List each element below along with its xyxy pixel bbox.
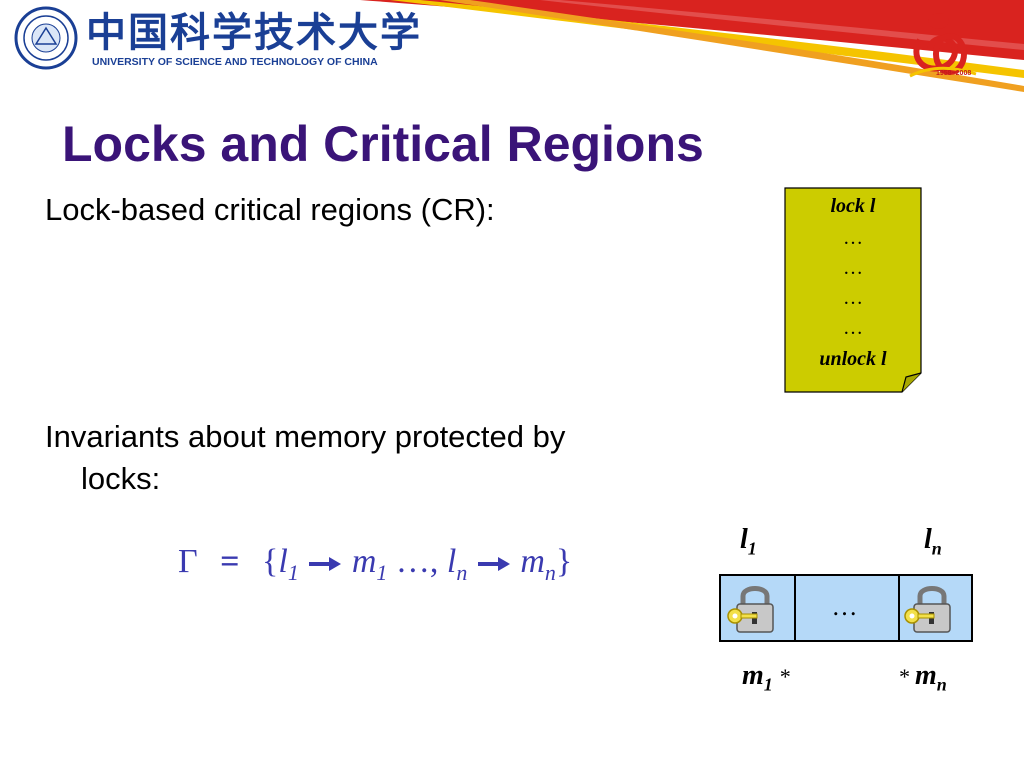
bullet-invariants: Invariants about memory protected by loc… (45, 416, 705, 500)
gamma-symbol: Γ (178, 543, 198, 580)
subscript: 1 (287, 559, 299, 585)
note-line-ellipsis: … (843, 227, 863, 249)
university-seal-icon (14, 6, 78, 70)
memory-label-first: m1* (742, 660, 790, 695)
lock-with-key-icon (904, 586, 951, 633)
note-line-ellipsis: … (843, 317, 863, 339)
bullet-critical-regions: Lock-based critical regions (CR): (45, 192, 495, 227)
lock-label-first: l1 (740, 524, 757, 559)
note-line-unlock: unlock l (819, 348, 887, 370)
lock-invariant-formula: Γ = {l1 m1 …, ln mn} (178, 540, 572, 595)
university-english-name: UNIVERSITY OF SCIENCE AND TECHNOLOGY OF … (92, 56, 378, 68)
header-banner (360, 0, 1024, 92)
var-l: l (278, 543, 288, 580)
bullet-invariants-line1: Invariants about memory protected by (45, 419, 566, 454)
note-line-ellipsis: … (843, 287, 863, 309)
subscript: n (544, 559, 556, 585)
lock-with-key-icon (727, 586, 774, 633)
university-chinese-name: 中国科学技术大学 (86, 9, 422, 56)
memory-cell-middle (794, 574, 900, 642)
anniversary-logo-icon (909, 13, 977, 78)
memory-label-last: *mn (898, 660, 947, 695)
maps-to-arrow-icon (477, 557, 510, 572)
slide-title: Locks and Critical Regions (62, 116, 704, 172)
maps-to-arrow-icon (309, 557, 342, 572)
lock-label-last: ln (924, 524, 942, 559)
close-brace: } (555, 543, 573, 580)
ellipsis: …, (387, 543, 447, 580)
var-l: l (446, 543, 457, 580)
var-m: m (520, 543, 545, 580)
anniversary-years: 1958~2008 (936, 70, 972, 77)
bullet-invariants-line2: locks: (81, 461, 161, 496)
memory-cells-ellipsis: … (831, 592, 861, 621)
open-brace: { (262, 543, 279, 580)
subscript: n (456, 559, 468, 585)
code-note-card (784, 187, 922, 393)
subscript: 1 (376, 559, 388, 585)
equals-sign: = (220, 543, 240, 580)
note-line-ellipsis: … (843, 257, 863, 279)
note-line-lock: lock l (830, 195, 876, 217)
var-m: m (351, 543, 377, 580)
